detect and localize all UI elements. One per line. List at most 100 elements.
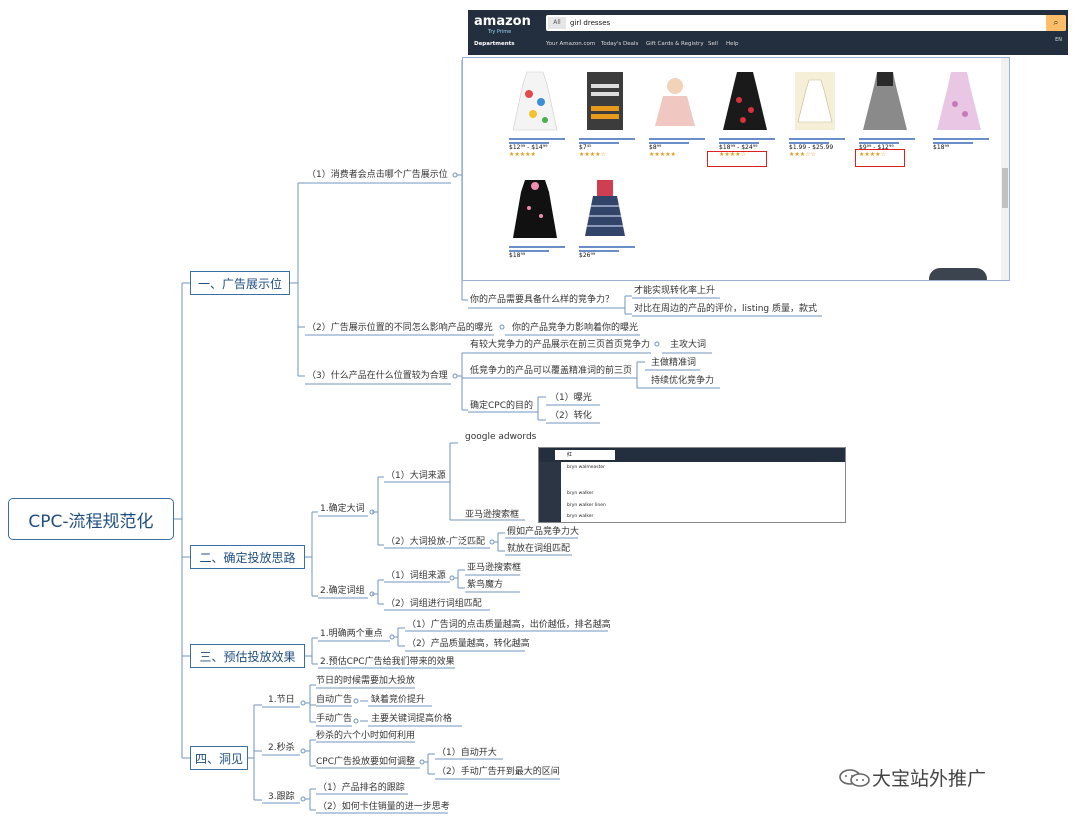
- node-determine-broad-words[interactable]: 1.确定大词: [320, 504, 365, 514]
- node-phrase-source[interactable]: （1）词组来源: [386, 571, 446, 581]
- nav-help[interactable]: Help: [726, 41, 739, 47]
- dress-image: [513, 180, 557, 238]
- dress-image: [937, 72, 981, 130]
- node-sales-thinking[interactable]: （2）如何卡住销量的进一步思考: [318, 802, 450, 812]
- search-scope[interactable]: All: [548, 17, 566, 29]
- rating-stars-icon: ★★★☆☆: [789, 151, 816, 158]
- rating-stars-icon: ★★★★★: [649, 151, 676, 158]
- product-card[interactable]: $12⁹⁹ - $14⁹⁹ ★★★★★: [505, 70, 565, 158]
- branch-ad-placement[interactable]: 一、广告展示位: [190, 271, 290, 295]
- dress-image: [863, 72, 907, 130]
- node-q1[interactable]: （1）消费者会点击哪个广告展示位: [307, 170, 448, 180]
- product-card[interactable]: $8⁹⁹ ★★★★★: [645, 70, 705, 158]
- node-optimize-competitiveness[interactable]: 持续优化竞争力: [651, 376, 715, 386]
- nav-departments[interactable]: Departments: [474, 41, 515, 47]
- node-broad-match[interactable]: （2）大词投放-广泛匹配: [386, 537, 485, 547]
- suggest-query[interactable]: 红: [555, 450, 615, 460]
- product-price: $12⁹⁹ - $14⁹⁹: [509, 144, 548, 151]
- node-auto-ads[interactable]: 自动广告: [316, 695, 353, 705]
- product-price: $8⁹⁹: [649, 144, 662, 151]
- suggest-item[interactable]: bryn walker: [567, 514, 594, 519]
- suggest-header: 红: [539, 448, 845, 462]
- book-cover-image: [587, 72, 623, 130]
- nav-gift-cards[interactable]: Gift Cards & Registry: [646, 41, 704, 47]
- node-flash-sale[interactable]: 2.秒杀: [268, 743, 295, 753]
- doll-image: [655, 78, 695, 126]
- node-conversion-rise[interactable]: 才能实现转化率上升: [634, 286, 716, 296]
- nav-todays-deals[interactable]: Today's Deals: [601, 41, 639, 47]
- node-rank-tracking[interactable]: （1）产品排名的跟踪: [318, 783, 405, 793]
- scrollbar-thumb[interactable]: [1002, 168, 1008, 208]
- node-q2[interactable]: （2）广告展示位置的不同怎么影响产品的曝光: [307, 323, 493, 333]
- node-conversion[interactable]: （2）转化: [550, 411, 592, 421]
- node-phrase-matching[interactable]: （2）词组进行词组匹配: [386, 599, 482, 609]
- highlight-box: [855, 149, 905, 167]
- product-card[interactable]: $7⁴⁵ ★★★★☆: [575, 70, 635, 158]
- node-holidays[interactable]: 1.节日: [268, 695, 295, 705]
- product-price: $18⁹⁹: [509, 252, 526, 259]
- node-tracking[interactable]: 3.跟踪: [268, 792, 295, 802]
- node-manual-max[interactable]: （2）手动广告开到最大的区间: [437, 767, 560, 777]
- lang-selector[interactable]: EN: [1055, 37, 1062, 43]
- product-price: $18⁹⁹ - $24⁹⁹: [719, 144, 758, 151]
- node-determine-phrases[interactable]: 2.确定词组: [320, 586, 365, 596]
- node-exposure[interactable]: （1）曝光: [550, 393, 592, 403]
- node-q2-answer[interactable]: 你的产品竞争力影响着你的曝光: [512, 323, 639, 333]
- node-google-adwords[interactable]: google adwords: [465, 432, 537, 442]
- branch-estimate-effect[interactable]: 三、预估投放效果: [190, 644, 305, 668]
- watermark: 大宝站外推广: [838, 764, 986, 791]
- node-raise-keyword-price[interactable]: 主要关键词提高价格: [371, 714, 453, 724]
- product-card[interactable]: $18⁹⁹ - $24⁹⁹ ★★★★☆: [715, 70, 775, 158]
- watermark-text: 大宝站外推广: [872, 768, 987, 790]
- node-amazon-searchbox-2[interactable]: 亚马逊搜索框: [467, 563, 522, 573]
- node-target-broad-words[interactable]: 主攻大词: [670, 340, 707, 350]
- product-price: $7⁴⁵: [579, 144, 592, 151]
- product-card[interactable]: $26⁹⁹: [575, 178, 635, 259]
- node-ziniao-mofang[interactable]: 紫鸟魔方: [467, 580, 504, 590]
- rating-stars-icon: ★★★★★: [509, 151, 536, 158]
- dress-image: [512, 71, 558, 131]
- product-card[interactable]: $18⁹⁹: [929, 70, 989, 151]
- node-weak-products[interactable]: 低竞争力的产品可以覆盖精准词的前三页: [470, 366, 633, 376]
- node-compare-neighbors[interactable]: 对比在周边的产品的评价，listing 质量，款式: [634, 304, 817, 314]
- nav-sell[interactable]: Sell: [708, 41, 718, 47]
- node-competitiveness-question[interactable]: 你的产品需要具备什么样的竞争力？: [470, 295, 615, 305]
- product-card[interactable]: $1.99 - $25.99 ★★★☆☆: [785, 70, 845, 158]
- node-cpc-goal[interactable]: 确定CPC的目的: [470, 401, 533, 411]
- search-icon[interactable]: ⌕: [1046, 15, 1066, 31]
- scrollbar[interactable]: [1001, 58, 1009, 280]
- node-estimate-cpc-effect[interactable]: 2.预估CPC广告给我们带来的效果: [320, 657, 455, 667]
- product-card[interactable]: $9⁹⁹ - $12⁹⁹ ★★★★☆: [855, 70, 915, 158]
- amazon-header-screenshot: amazon Try Prime All girl dresses ⌕ Depa…: [468, 10, 1068, 55]
- dress-image: [723, 72, 767, 130]
- node-strong-products[interactable]: 有较大竞争力的产品展示在前三页首页竞争力: [470, 340, 651, 350]
- suggest-item[interactable]: bryn walker linen: [567, 503, 606, 508]
- root-node[interactable]: CPC-流程规范化: [8, 498, 174, 540]
- floating-widget[interactable]: [929, 268, 987, 280]
- node-manual-ads[interactable]: 手动广告: [316, 714, 353, 724]
- node-exact-words[interactable]: 主做精准词: [651, 358, 697, 368]
- node-broad-word-source[interactable]: （1）大词来源: [386, 471, 446, 481]
- suggest-item[interactable]: bryn walmeaster: [567, 465, 605, 470]
- node-click-quality[interactable]: （1）广告词的点击质量越高，出价越低，排名越高: [407, 620, 611, 630]
- node-q3[interactable]: （3）什么产品在什么位置较为合理: [307, 371, 448, 381]
- node-cpc-adjust[interactable]: CPC广告投放要如何调整: [316, 757, 415, 767]
- product-card[interactable]: $18⁹⁹: [505, 178, 565, 259]
- product-price: $18⁹⁹: [933, 144, 950, 151]
- node-phrase-match[interactable]: 就放在词组匹配: [507, 544, 571, 554]
- node-bid-increase[interactable]: 缺着竞价提升: [371, 695, 426, 705]
- branch-insights[interactable]: 四、洞见: [190, 746, 248, 770]
- node-holiday-boost[interactable]: 节日的时候需要加大投放: [316, 676, 416, 686]
- product-price: $26⁹⁹: [579, 252, 596, 259]
- node-auto-open[interactable]: （1）自动开大: [437, 748, 497, 758]
- node-amazon-searchbox[interactable]: 亚马逊搜索框: [465, 510, 520, 520]
- branch-placement-strategy[interactable]: 二、确定投放思路: [190, 545, 305, 569]
- node-six-hours[interactable]: 秒杀的六个小时如何利用: [316, 731, 416, 741]
- nav-your-amazon[interactable]: Your Amazon.com: [546, 41, 596, 47]
- node-two-key-points[interactable]: 1.明确两个重点: [320, 629, 383, 639]
- suggest-item[interactable]: bryn walker: [567, 491, 594, 496]
- node-if-competitive[interactable]: 假如产品竞争力大: [507, 527, 580, 537]
- amazon-search-box[interactable]: All girl dresses ⌕: [546, 15, 1066, 31]
- node-product-quality[interactable]: （2）产品质量越高，转化越高: [407, 639, 530, 649]
